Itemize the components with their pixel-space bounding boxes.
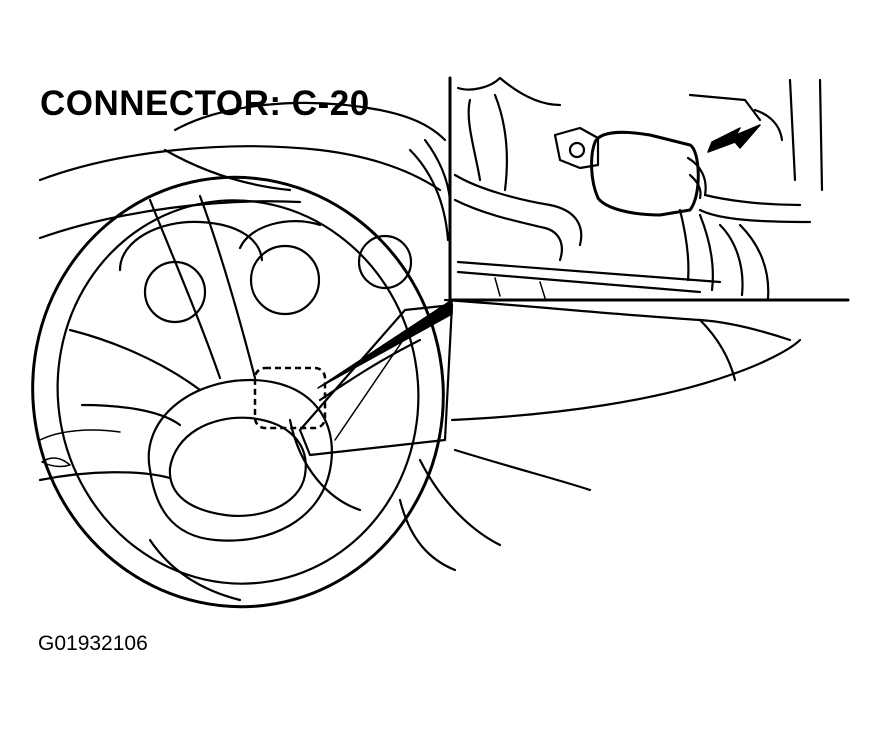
connector-location-marker [253,366,327,430]
steering-column-panel [298,303,454,457]
callout-leader [317,299,453,389]
dashboard-outline [38,101,802,572]
connector-title: CONNECTOR: C-20 [40,84,370,123]
connector-inset [448,76,850,302]
figure-id: G01932106 [38,632,148,655]
dashboard-right-edge [408,138,452,242]
steering-wheel [31,175,445,609]
